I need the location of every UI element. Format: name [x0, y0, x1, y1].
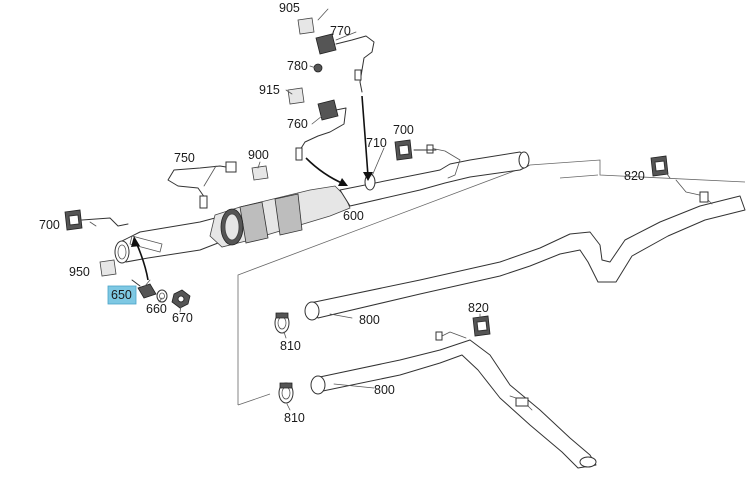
tail-upper-hanger-pin — [699, 191, 709, 203]
dpf-inlet-face — [224, 213, 240, 241]
tail-pipe-lower — [310, 331, 597, 469]
label-670: 670 — [172, 311, 193, 325]
label-900: 900 — [248, 148, 269, 162]
tail-pipe-lower-inlet — [310, 375, 326, 395]
sensor-650-lead — [131, 279, 141, 287]
clamp-810-lower — [278, 382, 294, 404]
leader-810-b — [286, 403, 291, 411]
label-750: 750 — [174, 151, 195, 165]
label-770: 770 — [330, 24, 351, 38]
connector-915 — [287, 87, 305, 105]
nut-670-bore — [177, 295, 185, 303]
arrow-770-to-pipe — [361, 95, 373, 181]
mid-pipe-end — [518, 151, 530, 169]
leader-915 — [285, 89, 293, 95]
leader-820-top — [663, 169, 671, 179]
clamp-810-upper — [274, 312, 290, 334]
connector-900 — [251, 165, 269, 181]
leader-670 — [179, 305, 182, 313]
label-810-a: 810 — [280, 339, 301, 353]
tail-lower-hanger-pin — [435, 331, 443, 341]
label-700-left: 700 — [39, 218, 60, 232]
label-820-top: 820 — [624, 169, 645, 183]
label-915: 915 — [259, 83, 280, 97]
rubber-hanger-700-top — [394, 139, 437, 161]
leader-800-a — [329, 313, 353, 319]
front-pipe-bracket — [129, 235, 163, 253]
leader-770 — [335, 31, 357, 41]
connector-905 — [297, 17, 315, 35]
front-pipe-bore — [117, 244, 127, 260]
nut-780 — [313, 63, 323, 73]
highlight-650 — [107, 285, 137, 305]
sensor-control-unit-760 — [317, 99, 339, 121]
connector-950 — [99, 259, 117, 277]
temp-sensor-tip — [199, 195, 208, 209]
leader-905 — [317, 8, 329, 21]
sensor-module-760 — [287, 87, 347, 161]
front-pipe-flange — [114, 240, 130, 264]
label-800-b: 800 — [374, 383, 395, 397]
label-800-a: 800 — [359, 313, 380, 327]
main-exhaust-assembly — [114, 144, 530, 264]
assembly-frame-tick — [237, 393, 271, 406]
mid-pipe-hanger-pin — [426, 144, 434, 154]
sensor-cable-760 — [299, 107, 347, 151]
tail-pipe-upper-inlet — [304, 301, 320, 321]
seal-ring-660 — [156, 289, 168, 303]
leader-780 — [309, 65, 317, 69]
label-700-top: 700 — [393, 123, 414, 137]
sensor-module-770 — [297, 17, 375, 93]
sensor-plug-770 — [354, 69, 362, 81]
sensor-cable-770 — [335, 35, 375, 83]
assembly-frame — [237, 159, 746, 405]
tail-lower-bracket-plate — [515, 397, 529, 407]
leader-650 — [144, 279, 151, 287]
leader-710 — [371, 147, 385, 177]
mid-pipe-hanger — [429, 147, 461, 179]
label-950: 950 — [69, 265, 90, 279]
label-600: 600 — [343, 209, 364, 223]
label-660: 660 — [146, 302, 167, 316]
assembly-frame-tick-2 — [559, 174, 599, 179]
arrow-760-to-pipe — [305, 157, 348, 186]
rubber-hanger-820-top — [650, 155, 669, 177]
label-710: 710 — [366, 136, 387, 150]
rubber-hanger-820-mid — [472, 315, 491, 337]
label-810-b: 810 — [284, 411, 305, 425]
sensor-650 — [137, 283, 157, 299]
label-780: 780 — [287, 59, 308, 73]
arrow-650-to-pipe — [131, 236, 149, 281]
leader-700-left — [89, 221, 97, 227]
label-905: 905 — [279, 1, 300, 15]
small-parts-650-group — [99, 259, 191, 309]
tail-pipe-upper — [304, 179, 746, 321]
temp-sensor-plug — [225, 161, 237, 173]
seal-ring-660-bore — [159, 292, 165, 300]
sensor-control-unit-770 — [315, 33, 337, 55]
dpf-shell-ring-2 — [274, 193, 303, 236]
rubber-hanger-700-left — [64, 209, 129, 231]
tail-pipe-upper-body — [309, 195, 746, 319]
temp-sensor-750 — [167, 161, 269, 209]
tail-pipe-lower-tip — [579, 456, 597, 468]
dpf-shell-ring-1 — [239, 201, 269, 244]
leader-760 — [311, 115, 323, 125]
leader-900 — [257, 161, 261, 169]
label-820-mid: 820 — [468, 301, 489, 315]
leader-810-a — [283, 331, 287, 339]
tail-pipe-lower-body — [314, 339, 597, 469]
leader-800-b — [333, 383, 375, 389]
leader-660 — [158, 297, 163, 303]
label-650: 650 — [111, 288, 132, 302]
sensor-plug-760 — [295, 147, 303, 161]
label-760: 760 — [287, 117, 308, 131]
leader-750 — [203, 165, 217, 187]
sensor-tip-770 — [359, 81, 363, 93]
